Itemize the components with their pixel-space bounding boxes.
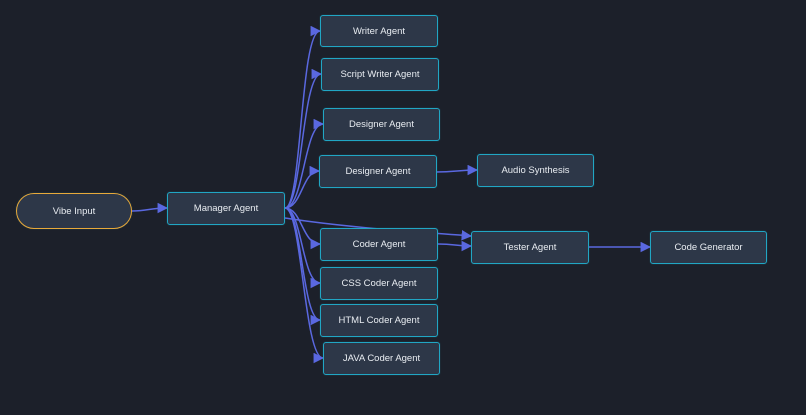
edge-manager-to-designer-1 bbox=[284, 118, 325, 209]
edge-manager-to-java-coder bbox=[284, 207, 325, 364]
edge-manager-to-html-coder bbox=[284, 207, 322, 326]
node-code-generator[interactable]: Code Generator bbox=[650, 231, 767, 264]
node-java-coder-agent[interactable]: JAVA Coder Agent bbox=[323, 342, 440, 375]
edge-manager-to-writer bbox=[284, 25, 322, 209]
edge-manager-to-designer-2 bbox=[284, 165, 321, 209]
node-label: Script Writer Agent bbox=[340, 69, 420, 80]
node-label: Designer Agent bbox=[349, 119, 414, 130]
node-label: Audio Synthesis bbox=[501, 165, 570, 176]
node-tester-agent[interactable]: Tester Agent bbox=[471, 231, 589, 264]
edge-vibe-to-manager bbox=[131, 202, 169, 214]
node-designer-agent-1[interactable]: Designer Agent bbox=[323, 108, 440, 141]
node-manager-agent[interactable]: Manager Agent bbox=[167, 192, 285, 225]
node-label: Coder Agent bbox=[352, 239, 406, 250]
node-audio-synthesis[interactable]: Audio Synthesis bbox=[477, 154, 594, 187]
node-script-writer-agent[interactable]: Script Writer Agent bbox=[321, 58, 439, 91]
node-label: JAVA Coder Agent bbox=[342, 353, 421, 364]
node-designer-agent-2[interactable]: Designer Agent bbox=[319, 155, 437, 188]
node-label: Designer Agent bbox=[345, 166, 411, 177]
node-label: Writer Agent bbox=[352, 25, 406, 37]
node-css-coder-agent[interactable]: CSS Coder Agent bbox=[320, 267, 438, 300]
node-label: Manager Agent bbox=[193, 203, 259, 214]
node-label: CSS Coder Agent bbox=[341, 278, 417, 289]
node-label: HTML Coder Agent bbox=[338, 315, 420, 326]
edge-manager-to-script-writer bbox=[284, 68, 323, 209]
node-label: Vibe Input bbox=[52, 205, 96, 217]
edge-designer-to-audio bbox=[435, 164, 479, 176]
node-label: Tester Agent bbox=[503, 242, 557, 253]
edge-coder-to-tester bbox=[437, 240, 473, 252]
node-vibe-input[interactable]: Vibe Input bbox=[16, 193, 132, 229]
node-html-coder-agent[interactable]: HTML Coder Agent bbox=[320, 304, 438, 337]
node-label: Code Generator bbox=[674, 242, 743, 253]
node-writer-agent[interactable]: Writer Agent bbox=[320, 15, 438, 47]
node-coder-agent[interactable]: Coder Agent bbox=[320, 228, 438, 261]
